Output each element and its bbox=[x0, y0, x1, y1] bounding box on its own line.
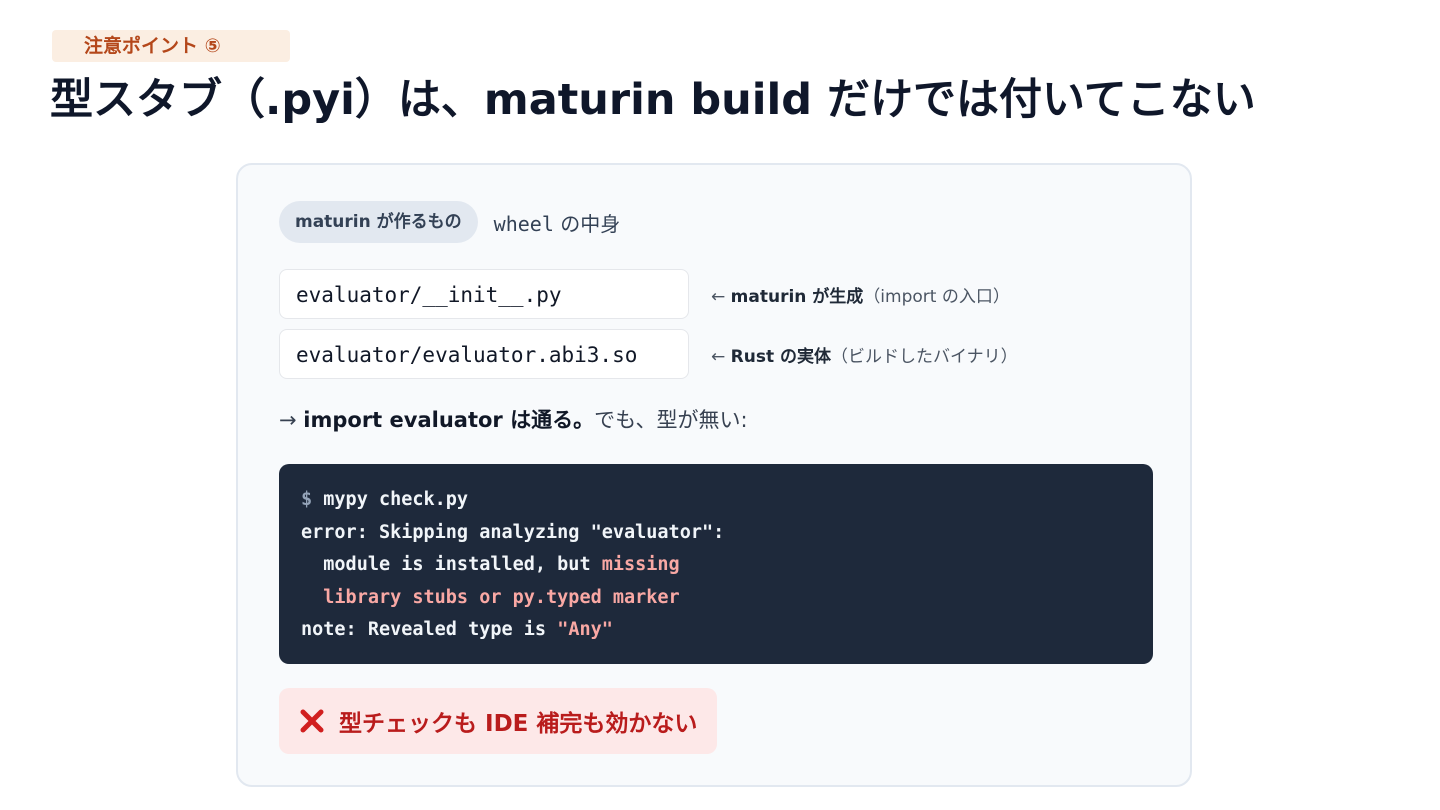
x-mark-icon bbox=[299, 708, 325, 734]
terminal-line: note: Revealed type is "Any" bbox=[301, 614, 1131, 647]
section-title-rest: の中身 bbox=[553, 211, 621, 236]
point-badge: 注意ポイント ⑤ bbox=[52, 30, 290, 62]
file-note-detail: （import の入口） bbox=[863, 286, 1010, 307]
file-row: evaluator/evaluator.abi3.so ← Rust の実体（ビ… bbox=[279, 329, 1018, 379]
file-note: ← maturin が生成（import の入口） bbox=[711, 282, 1010, 307]
summary-bold: import evaluator は通る。 bbox=[303, 408, 595, 432]
terminal-line: error: Skipping analyzing "evaluator": bbox=[301, 521, 725, 543]
file-row: evaluator/__init__.py ← maturin が生成（impo… bbox=[279, 269, 1010, 319]
terminal-highlight: missing bbox=[601, 554, 680, 576]
terminal-prompt: $ bbox=[301, 489, 313, 510]
warning-callout: 型チェックも IDE 補完も効かない bbox=[279, 688, 718, 754]
terminal-line: library stubs or py.typed marker bbox=[301, 586, 680, 608]
terminal-highlight: "Any" bbox=[557, 619, 613, 641]
warning-text: 型チェックも IDE 補完も効かない bbox=[339, 711, 698, 737]
page-title: 型スタブ（.pyi）は、maturin build だけでは付いてこない bbox=[50, 75, 1256, 125]
file-note-bold: Rust の実体 bbox=[730, 346, 832, 367]
file-path: evaluator/evaluator.abi3.so bbox=[279, 329, 689, 379]
section-title-mono: wheel bbox=[493, 211, 554, 236]
terminal-line: $ mypy check.py bbox=[301, 484, 1131, 517]
section-title: wheel の中身 bbox=[494, 208, 621, 237]
terminal-output: $ mypy check.py error: Skipping analyzing… bbox=[279, 464, 1153, 664]
file-note: ← Rust の実体（ビルドしたバイナリ） bbox=[711, 342, 1018, 367]
content-card: maturin が作るもの wheel の中身 evaluator/__init… bbox=[236, 163, 1192, 787]
terminal-line: module is installed, but missing bbox=[301, 549, 1131, 582]
file-note-bold: maturin が生成 bbox=[730, 286, 864, 307]
left-arrow-icon: ← bbox=[711, 346, 731, 367]
summary-rest: でも、型が無い: bbox=[594, 408, 748, 432]
right-arrow-icon: → bbox=[279, 408, 304, 432]
maturin-output-pill: maturin が作るもの bbox=[279, 201, 478, 243]
terminal-text: note: Revealed type is bbox=[301, 619, 558, 641]
left-arrow-icon: ← bbox=[711, 286, 731, 307]
terminal-text: module is installed, but bbox=[301, 554, 602, 576]
section-header: maturin が作るもの wheel の中身 bbox=[279, 201, 620, 243]
terminal-command: mypy check.py bbox=[312, 489, 469, 510]
file-path: evaluator/__init__.py bbox=[279, 269, 689, 319]
summary-line: → import evaluator は通る。でも、型が無い: bbox=[279, 405, 748, 435]
file-note-detail: （ビルドしたバイナリ） bbox=[831, 346, 1018, 367]
